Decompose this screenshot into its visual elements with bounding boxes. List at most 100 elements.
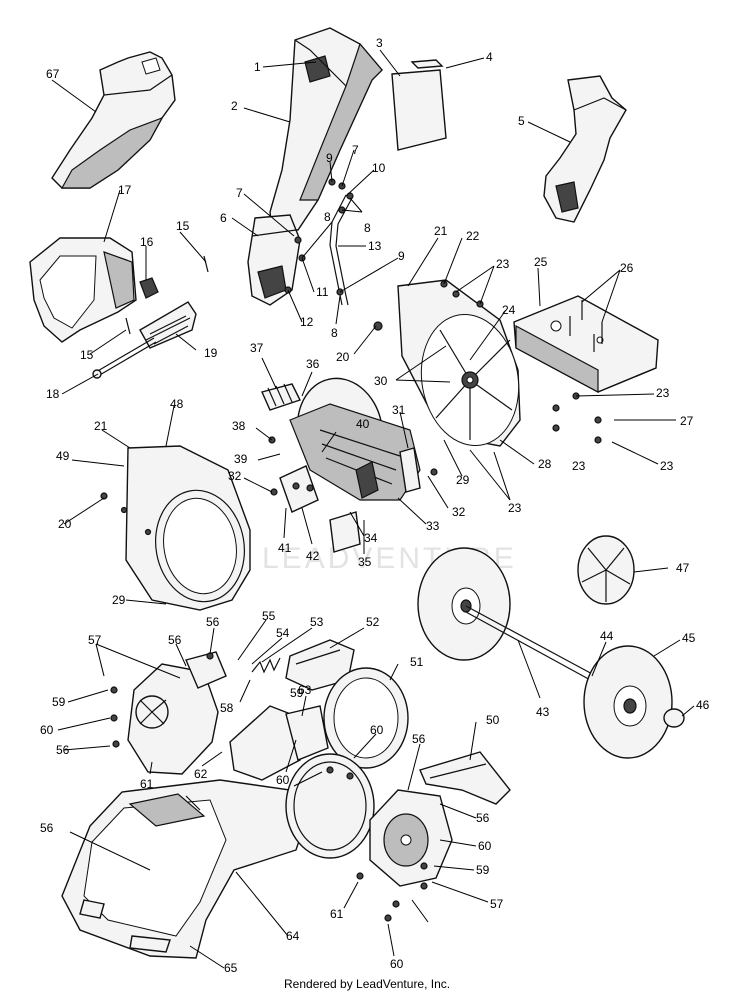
callout-24: 24 — [502, 303, 516, 317]
callout-49: 49 — [56, 449, 70, 463]
callout-56d: 56 — [412, 732, 426, 746]
callout-20b: 20 — [58, 517, 72, 531]
callout-16: 16 — [140, 235, 154, 249]
part-28-rear-plate — [397, 279, 521, 447]
part-50-panel — [419, 751, 511, 805]
footer-credit: Rendered by LeadVenture, Inc. — [284, 977, 450, 991]
part-15-pins — [125, 255, 209, 335]
callout-54: 54 — [276, 626, 290, 640]
callout-5: 5 — [518, 114, 525, 128]
callout-57a: 57 — [88, 633, 102, 647]
part-51-ring — [323, 667, 409, 769]
callout-59b: 59 — [290, 686, 304, 700]
callout-8c: 8 — [331, 326, 338, 340]
callout-9b: 9 — [398, 249, 405, 263]
part-5-upper-chute — [543, 75, 627, 223]
callout-18: 18 — [46, 387, 60, 401]
callout-38: 38 — [232, 419, 246, 433]
callout-10: 10 — [372, 161, 386, 175]
callout-23e: 23 — [572, 459, 586, 473]
callout-7b: 7 — [352, 143, 359, 157]
callout-34: 34 — [364, 531, 378, 545]
part-43-axle — [465, 605, 597, 683]
callout-6: 6 — [220, 211, 227, 225]
part-25-engine-block — [513, 295, 659, 394]
callout-63: 63 — [298, 683, 312, 697]
part-19-blade — [139, 301, 197, 349]
callout-26: 26 — [620, 261, 634, 275]
part-13-rod — [329, 194, 353, 306]
callout-62: 62 — [194, 767, 208, 781]
callout-23a: 23 — [496, 257, 510, 271]
part-63-bracket — [285, 705, 329, 761]
callout-8a: 8 — [324, 210, 331, 224]
callout-21a: 21 — [434, 224, 448, 238]
part-34-bracket — [329, 511, 361, 553]
callout-21b: 21 — [94, 419, 108, 433]
part-42-bracket — [279, 465, 319, 513]
callout-28: 28 — [538, 457, 552, 471]
part-blower-housing-right — [369, 789, 453, 887]
callout-9a: 9 — [326, 151, 333, 165]
callout-56b: 56 — [206, 615, 220, 629]
callout-25: 25 — [534, 255, 548, 269]
part-52-guard — [285, 639, 355, 691]
part-6-bracket — [247, 214, 301, 306]
part-46-cap — [663, 708, 685, 728]
callout-41: 41 — [278, 541, 292, 555]
callout-51: 51 — [410, 655, 424, 669]
part-48-housing-plate — [125, 445, 251, 611]
part-54-spring — [251, 657, 281, 674]
part-64-front-housing — [61, 779, 307, 959]
callout-32b: 32 — [452, 505, 466, 519]
callout-60b: 60 — [276, 773, 290, 787]
part-2-hopper-tube — [269, 27, 383, 231]
part-67-chute — [51, 51, 176, 189]
callout-8b: 8 — [364, 221, 371, 235]
part-18-pin — [92, 337, 157, 379]
callout-13: 13 — [368, 239, 382, 253]
callout-39: 39 — [234, 452, 248, 466]
callout-40: 40 — [356, 417, 370, 431]
callout-60e: 60 — [390, 957, 404, 971]
hardware-dots — [100, 280, 602, 922]
callout-65: 65 — [224, 961, 238, 975]
callout-4: 4 — [486, 50, 493, 64]
callout-35: 35 — [358, 555, 372, 569]
callout-labels: 1 2 3 4 5 6 7 7 8 8 8 9 9 10 11 12 13 15… — [40, 36, 710, 975]
part-17-shroud — [29, 237, 137, 343]
callout-60a: 60 — [40, 723, 54, 737]
callout-31: 31 — [392, 403, 406, 417]
callout-60c: 60 — [370, 723, 384, 737]
callout-27: 27 — [680, 414, 694, 428]
callout-59c: 59 — [476, 863, 490, 877]
callout-59a: 59 — [52, 695, 66, 709]
callout-60d: 60 — [478, 839, 492, 853]
callout-56a: 56 — [168, 633, 182, 647]
callout-56c: 56 — [56, 743, 70, 757]
callout-12: 12 — [300, 315, 314, 329]
callout-32a: 32 — [228, 469, 242, 483]
callout-64: 64 — [286, 929, 300, 943]
callout-23d: 23 — [508, 501, 522, 515]
callout-17: 17 — [118, 183, 132, 197]
callout-leaders — [51, 49, 695, 969]
callout-56f: 56 — [40, 821, 54, 835]
callout-36: 36 — [306, 357, 320, 371]
callout-29a: 29 — [456, 473, 470, 487]
callout-47: 47 — [676, 561, 690, 575]
callout-50: 50 — [486, 713, 500, 727]
callout-11: 11 — [316, 285, 329, 299]
callout-33: 33 — [426, 519, 440, 533]
callout-67: 67 — [46, 67, 60, 81]
callout-53: 53 — [310, 615, 324, 629]
callout-23c: 23 — [660, 459, 674, 473]
part-3-flap — [391, 59, 447, 151]
part-37-hammer — [261, 383, 301, 411]
callout-30: 30 — [374, 374, 388, 388]
callout-3: 3 — [376, 36, 383, 50]
callout-56e: 56 — [476, 811, 490, 825]
callout-52: 52 — [366, 615, 380, 629]
part-16-clip — [139, 277, 159, 299]
part-61-housing-left — [127, 651, 227, 775]
